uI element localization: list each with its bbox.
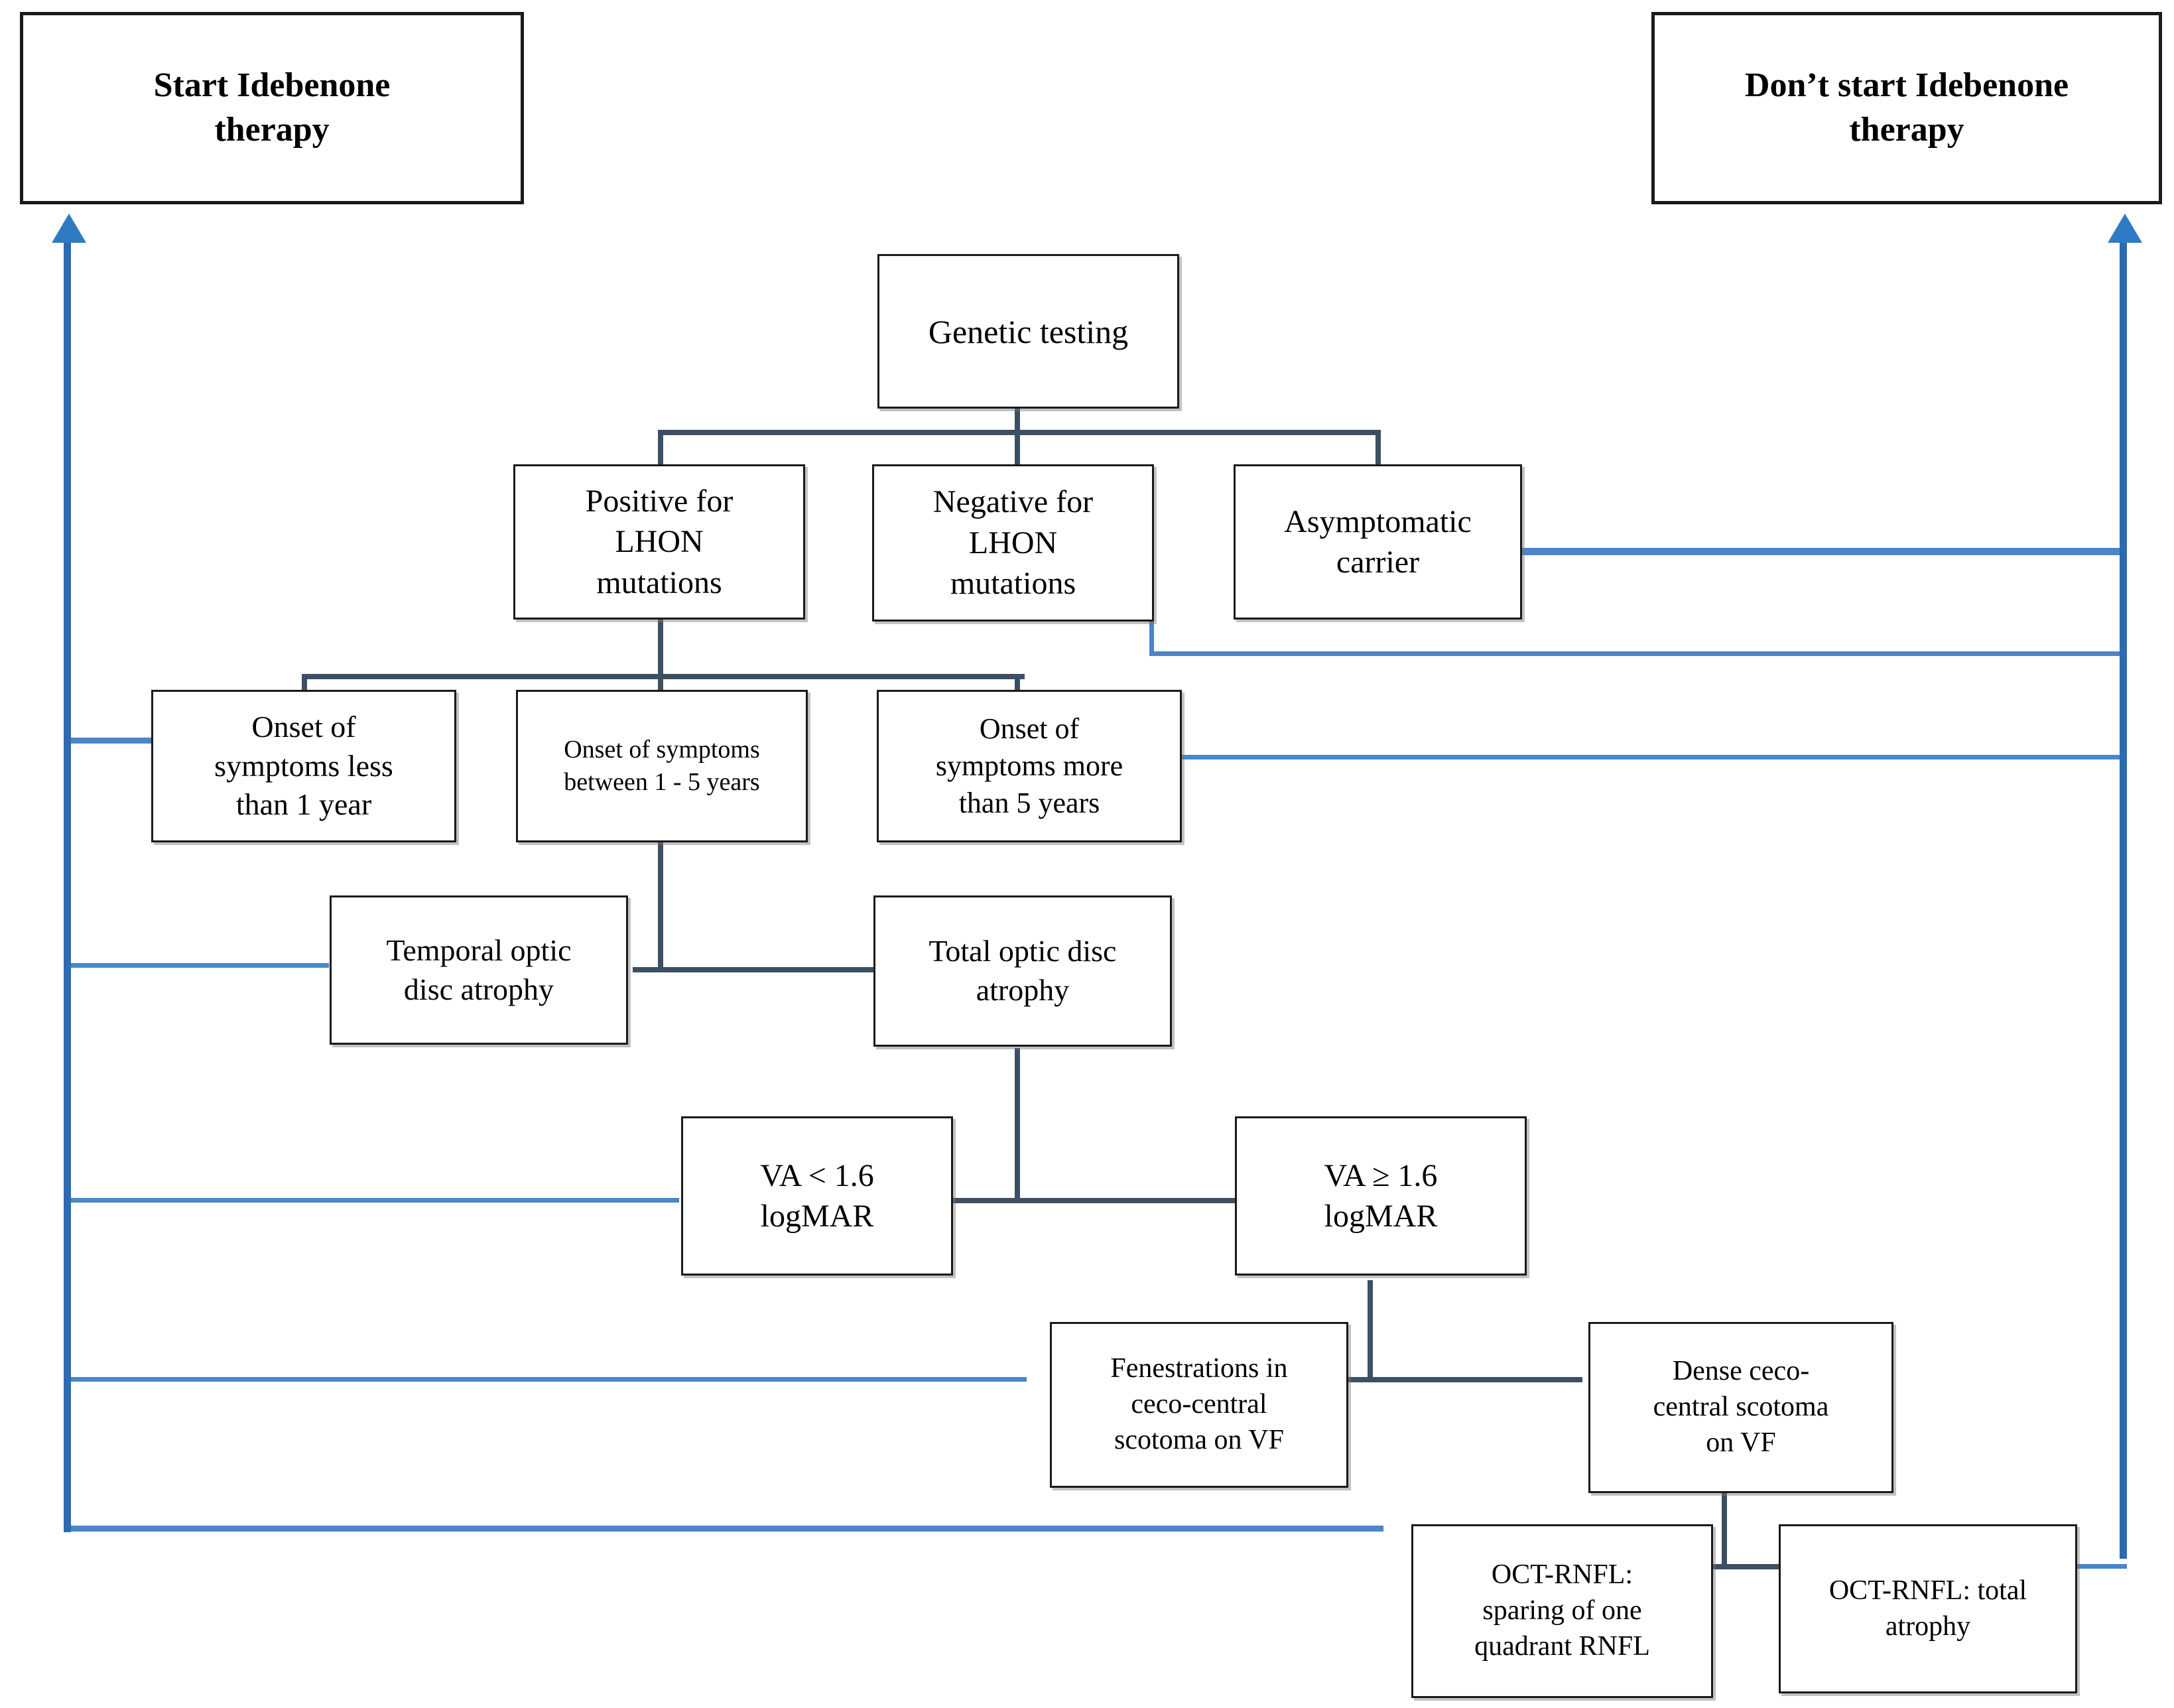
connector-onset-bus bbox=[302, 674, 1025, 679]
node-va-greater[interactable]: VA ≥ 1.6 logMAR bbox=[1235, 1116, 1527, 1276]
node-asymptomatic-carrier[interactable]: Asymptomatic carrier bbox=[1234, 464, 1522, 620]
connector-oct-bus bbox=[1658, 1564, 1788, 1569]
route-negative-lhon-to-dont-start bbox=[1149, 651, 2127, 656]
left-trunk bbox=[64, 239, 71, 1532]
route-oct-sparing-to-start bbox=[64, 1526, 1383, 1532]
node-fenestrations[interactable]: Fenestrations in ceco-central scotoma on… bbox=[1050, 1322, 1348, 1488]
route-va-less-to-start bbox=[64, 1198, 679, 1203]
node-oct-total[interactable]: OCT-RNFL: total atrophy bbox=[1779, 1524, 2077, 1693]
node-total-atrophy[interactable]: Total optic disc atrophy bbox=[873, 895, 1172, 1047]
arrow-to-dont-start-therapy bbox=[2108, 214, 2142, 243]
connector-dense-scotoma-down bbox=[1722, 1492, 1727, 1567]
node-onset-1-5y[interactable]: Onset of symptoms between 1 - 5 years bbox=[516, 690, 808, 842]
connector-onset-mid-down bbox=[658, 842, 663, 970]
node-oct-sparing[interactable]: OCT-RNFL: sparing of one quadrant RNFL bbox=[1411, 1524, 1713, 1698]
node-va-less[interactable]: VA < 1.6 logMAR bbox=[681, 1116, 953, 1276]
route-onset-more-5y-to-dont-start bbox=[1179, 755, 2127, 759]
connector-va-bus bbox=[950, 1198, 1242, 1203]
arrow-to-start-therapy bbox=[52, 214, 86, 243]
node-dense-scotoma[interactable]: Dense ceco- central scotoma on VF bbox=[1588, 1322, 1893, 1493]
node-onset-less-1y[interactable]: Onset of symptoms less than 1 year bbox=[151, 690, 456, 842]
connector-bus-to-carrier bbox=[1375, 430, 1381, 464]
node-negative-lhon[interactable]: Negative for LHON mutations bbox=[872, 464, 1154, 622]
connector-bus-to-positive bbox=[658, 430, 663, 464]
route-temporal-atrophy-to-start bbox=[64, 963, 329, 968]
connector-bus-to-negative bbox=[1015, 430, 1020, 464]
node-onset-more-5y[interactable]: Onset of symptoms more than 5 years bbox=[877, 690, 1182, 842]
connector-scotoma-bus bbox=[1304, 1377, 1582, 1382]
node-start-therapy[interactable]: Start Idebenone therapy bbox=[20, 12, 524, 204]
route-onset-less-1y-to-start bbox=[64, 738, 157, 744]
route-fenestrations-to-start bbox=[64, 1377, 1027, 1382]
node-genetic-testing[interactable]: Genetic testing bbox=[877, 254, 1179, 409]
right-trunk bbox=[2120, 239, 2127, 1559]
connector-positive-down bbox=[658, 620, 663, 679]
connector-total-atrophy-down bbox=[1015, 1048, 1020, 1201]
route-negative-lhon-drop bbox=[1149, 622, 1154, 656]
node-dont-start-therapy[interactable]: Don’t start Idebenone therapy bbox=[1651, 12, 2162, 204]
connector-atrophy-bus bbox=[633, 967, 1019, 972]
node-positive-lhon[interactable]: Positive for LHON mutations bbox=[513, 464, 805, 620]
connector-va-greater-down bbox=[1368, 1280, 1373, 1380]
route-asymptomatic-carrier-to-dont-start bbox=[1520, 548, 2127, 555]
node-temporal-atrophy[interactable]: Temporal optic disc atrophy bbox=[330, 895, 628, 1045]
